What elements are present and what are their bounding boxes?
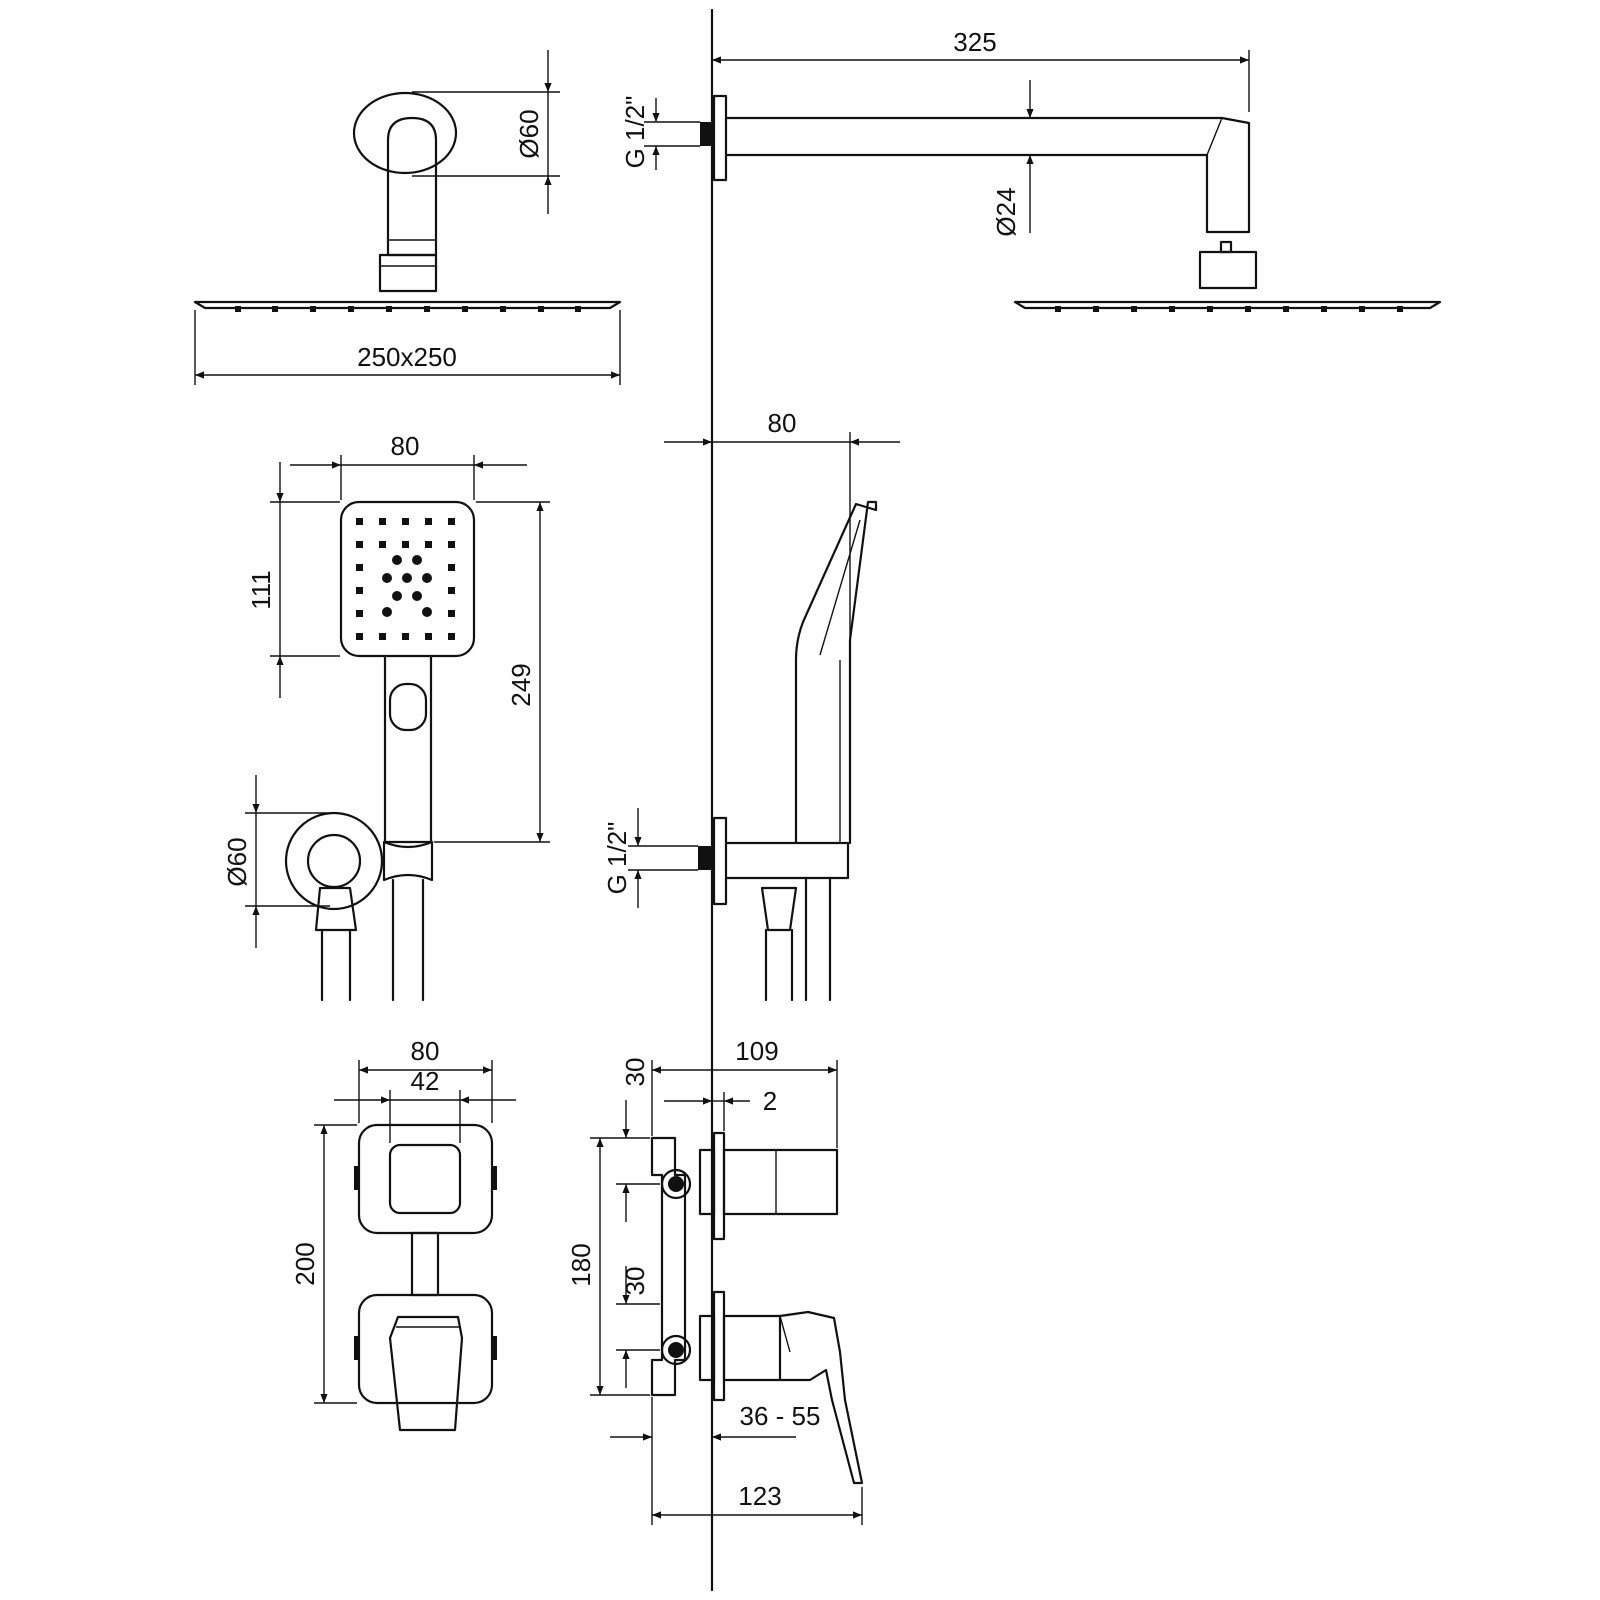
label-knob-width: 42: [411, 1066, 440, 1096]
handle-collar: [382, 840, 434, 882]
cover-plate-bottom: [712, 1290, 726, 1402]
wall-flange: [352, 91, 458, 175]
diverter-knob: [388, 1143, 462, 1215]
mixer-front-view: 80 42 200: [290, 1036, 516, 1432]
valve-body-frame: [650, 1136, 687, 1397]
rain-shower-side-view: 325 G 1/2" Ø24: [620, 27, 1442, 312]
label-hand-depth: 80: [768, 408, 797, 438]
hand-shower-handle: [383, 654, 433, 844]
spray-button: [388, 682, 428, 732]
label-top-spacing: 30: [620, 1058, 650, 1087]
rain-head-plate-side: [1013, 300, 1442, 310]
hand-shower-side-profile: [794, 500, 878, 845]
mixer-plate: [357, 1293, 494, 1405]
hand-shower-front-view: 80 111 249 Ø60: [222, 431, 550, 1002]
mixer-lever: [388, 1315, 464, 1432]
mixer-side-view: 109 2 30 30 180 36 - 55 123: [566, 1036, 864, 1525]
label-total-height: 249: [506, 663, 536, 706]
label-arm-diameter: Ø60: [514, 109, 544, 158]
valve-port-bottom: [660, 1334, 692, 1366]
spray-nozzles: [356, 518, 455, 640]
diverter-plate: [357, 1123, 494, 1235]
holder-flange-side: [712, 816, 728, 906]
thread-connector: [700, 122, 714, 146]
label-arm-diameter-side: Ø24: [991, 187, 1021, 236]
label-head-height: 111: [246, 570, 276, 610]
label-mixer-depth: 109: [735, 1036, 778, 1066]
rain-head-plate: [193, 300, 622, 310]
shower-arm: [386, 116, 438, 257]
label-thread-lower: G 1/2": [602, 822, 632, 895]
label-thread-top: G 1/2": [620, 96, 650, 169]
nozzle-row: [235, 306, 581, 312]
cover-plate-top: [712, 1131, 726, 1241]
rain-shower-front-view: Ø60 250x250: [193, 50, 622, 385]
label-wall-depth: 36 - 55: [740, 1401, 821, 1431]
label-mixer-width: 80: [411, 1036, 440, 1066]
label-bottom-spacing: 30: [620, 1267, 650, 1296]
label-offset: 2: [763, 1086, 777, 1116]
connection-tube: [410, 1231, 440, 1297]
nozzle-row-side: [1055, 306, 1403, 312]
label-hand-width: 80: [391, 431, 420, 461]
diverter-body-side: [722, 1148, 839, 1216]
hand-shower-head: [339, 500, 476, 658]
holder-body-side: [724, 841, 850, 880]
wall-flange-side: [712, 94, 728, 182]
label-arm-length: 325: [953, 27, 996, 57]
mixer-cartridge-side: [722, 1314, 782, 1382]
label-mixer-height: 200: [290, 1242, 320, 1285]
thread-connector-lower: [698, 846, 714, 870]
hose-connector: [314, 886, 358, 932]
label-holder-diameter: Ø60: [222, 837, 252, 886]
label-valve-height: 180: [566, 1243, 596, 1286]
holder-flange: [284, 811, 384, 911]
shower-arm-side: [724, 116, 1251, 234]
hose-connector-side: [760, 886, 798, 932]
label-head-size: 250x250: [357, 342, 457, 372]
label-lever-depth: 123: [738, 1481, 781, 1511]
mixer-lever-side: [778, 1310, 864, 1485]
head-connector-side: [1198, 250, 1258, 290]
head-connector: [378, 253, 438, 293]
valve-port-top: [660, 1168, 692, 1200]
hand-shower-side-view: 80 G 1/2": [602, 408, 900, 1002]
